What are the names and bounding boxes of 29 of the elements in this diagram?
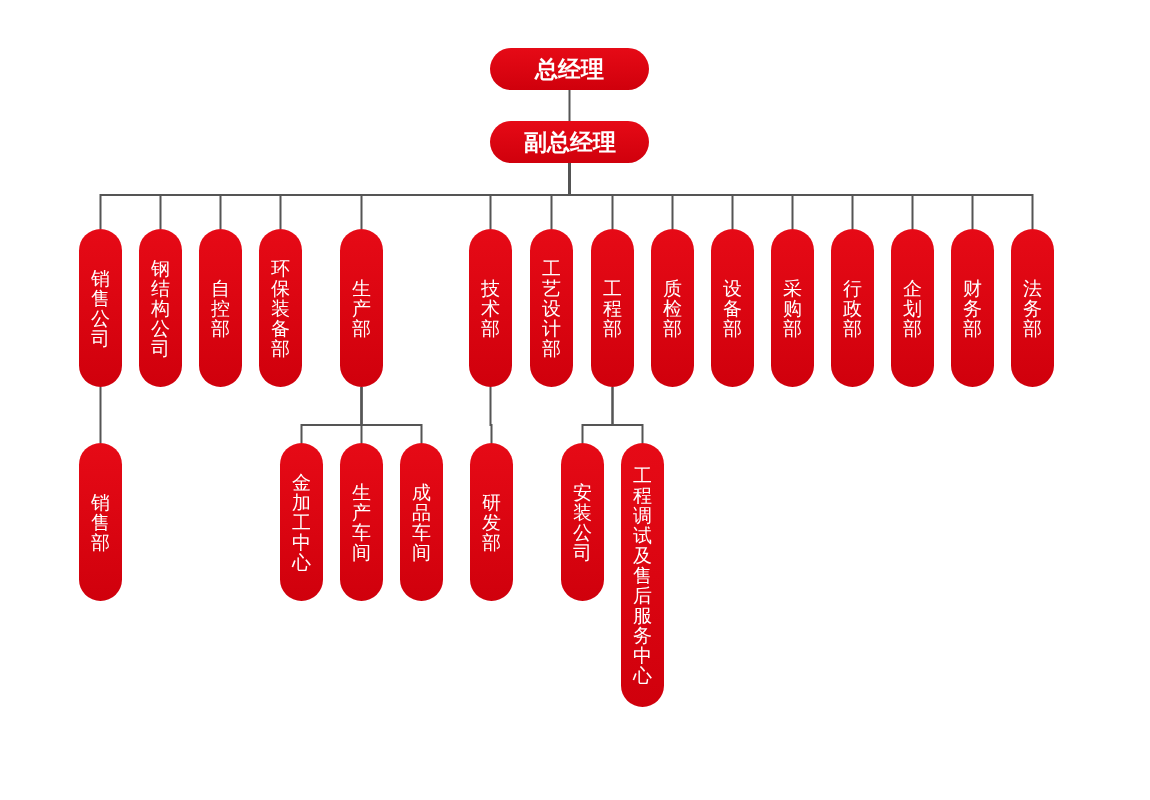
department-box: 安装公司 xyxy=(561,443,604,601)
department-box: 企划部 xyxy=(891,229,934,387)
position-box: 总经理 xyxy=(490,48,649,90)
connector-line xyxy=(611,386,644,444)
department-box: 财务部 xyxy=(951,229,994,387)
department-box: 行政部 xyxy=(831,229,874,387)
department-box: 工艺设计部 xyxy=(530,229,573,387)
department-box: 设备部 xyxy=(711,229,754,387)
department-box: 工程部 xyxy=(591,229,634,387)
department-box: 生产车间 xyxy=(340,443,383,601)
connector-line xyxy=(489,386,493,444)
position-box: 副总经理 xyxy=(490,121,649,163)
department-box: 生产部 xyxy=(340,229,383,387)
connector-line xyxy=(360,386,423,444)
department-box: 钢结构公司 xyxy=(139,229,182,387)
department-box: 环保装备部 xyxy=(259,229,302,387)
connector-line xyxy=(568,89,571,122)
department-box: 技术部 xyxy=(469,229,512,387)
department-box: 质检部 xyxy=(651,229,694,387)
department-box: 金加工中心 xyxy=(280,443,323,601)
department-box: 销售部 xyxy=(79,443,122,601)
department-box: 采购部 xyxy=(771,229,814,387)
department-box: 销售公司 xyxy=(79,229,122,387)
department-box: 工程调试及售后服务中心 xyxy=(621,443,664,707)
department-box: 研发部 xyxy=(470,443,513,601)
department-box: 成品车间 xyxy=(400,443,443,601)
department-box: 自控部 xyxy=(199,229,242,387)
connector-line xyxy=(99,386,102,444)
department-box: 法务部 xyxy=(1011,229,1054,387)
